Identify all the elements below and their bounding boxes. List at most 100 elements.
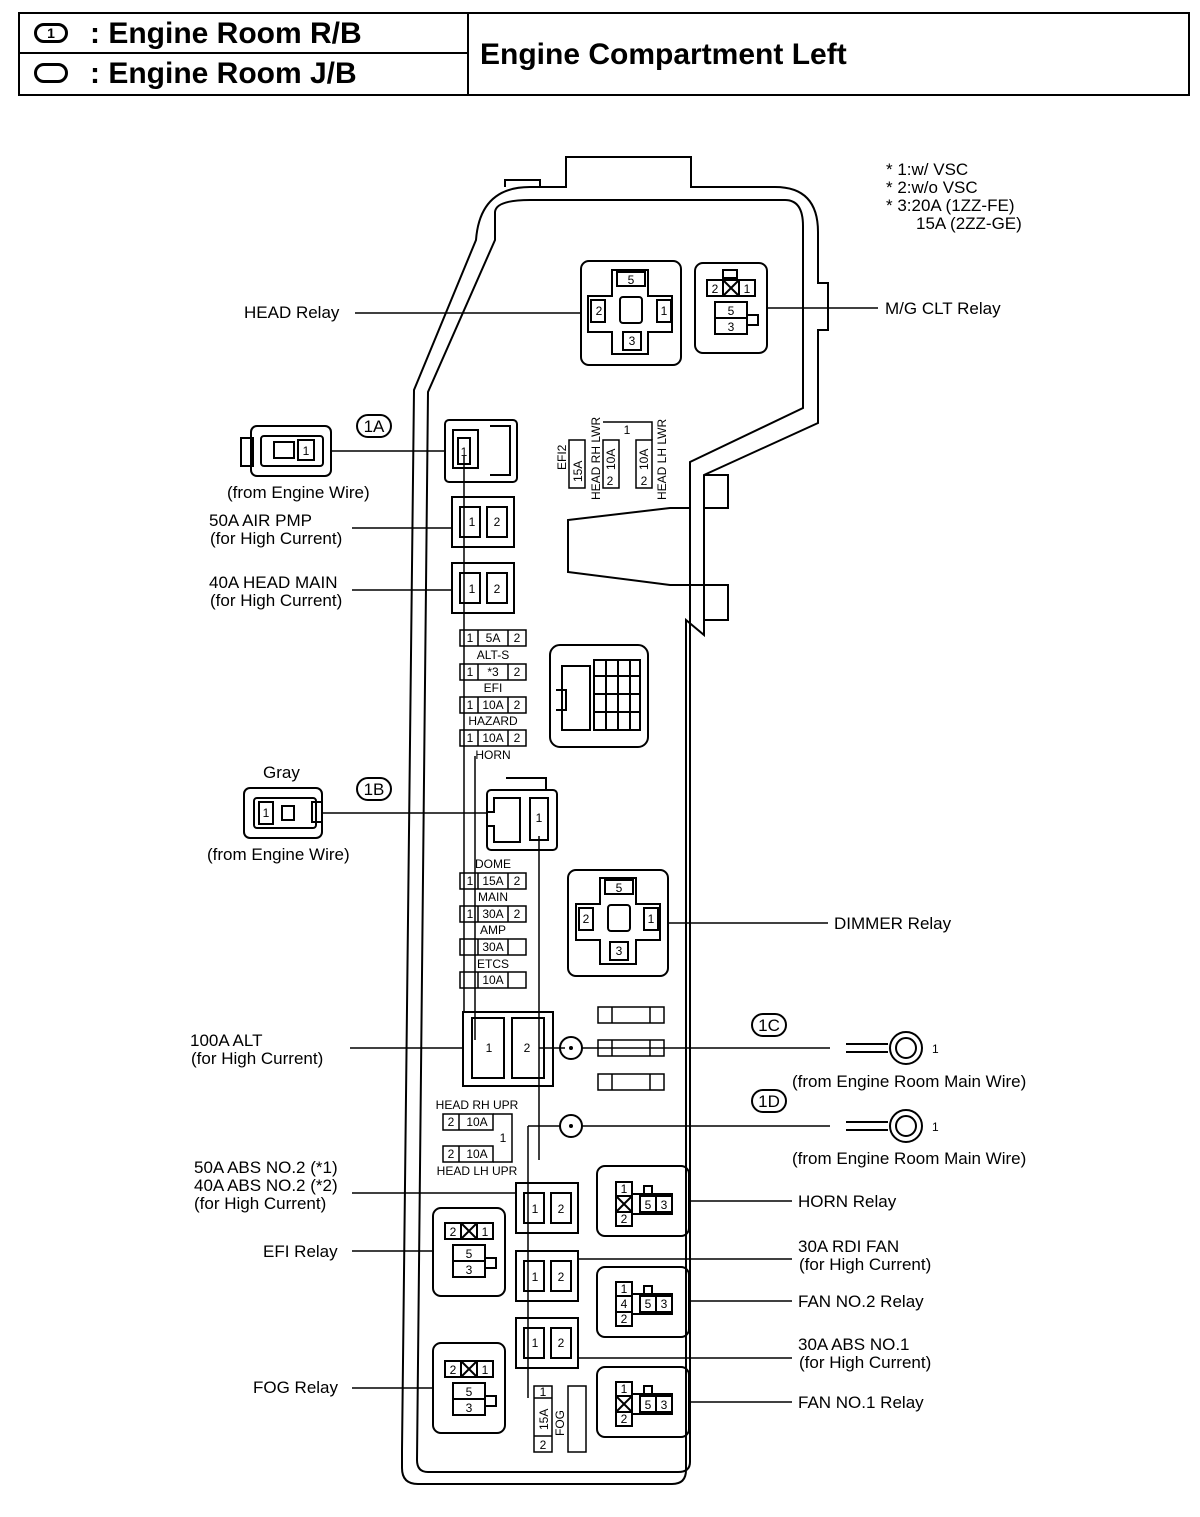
main-label: MAIN <box>478 890 508 904</box>
horn-relay-pin-2: 2 <box>621 1212 628 1226</box>
dimmer-pin-2: 2 <box>583 912 590 926</box>
dimmer-pin-3: 3 <box>616 944 623 958</box>
notes: * 1:w/ VSC * 2:w/o VSC * 3:20A (1ZZ-FE) … <box>886 160 1022 233</box>
connector-1a-plug <box>240 425 332 477</box>
lwr-common-pin: 1 <box>624 423 631 437</box>
fog-relay-pin-1: 1 <box>482 1363 489 1377</box>
internal-wiring <box>463 456 565 1398</box>
junction-block-label: : Engine Room J/B <box>90 57 357 90</box>
legend-cell: 1 : Engine Room R/B : Engine Room J/B <box>20 14 469 94</box>
note-3: * 3:20A (1ZZ-FE) <box>886 196 1014 215</box>
fan1-relay <box>596 1366 690 1438</box>
terminal-1c-ring <box>846 1031 923 1065</box>
head-main-pin-2: 2 <box>494 582 501 596</box>
head-main-note: (for High Current) <box>210 591 342 610</box>
hazard-label: HAZARD <box>468 714 518 728</box>
dimmer-label: DIMMER Relay <box>834 914 952 933</box>
junction-block-symbol <box>34 63 68 83</box>
fog-fuse-pin-2: 2 <box>540 1438 547 1452</box>
air-pmp-label: 50A AIR PMP <box>209 511 312 530</box>
terminal-1d-source: (from Engine Room Main Wire) <box>792 1149 1026 1168</box>
svg-text:1D: 1D <box>758 1092 780 1111</box>
head-relay-pin-3: 3 <box>629 334 636 348</box>
horn-relay-pin-3: 3 <box>661 1198 668 1212</box>
alt-pin-2: 2 <box>524 1041 531 1055</box>
connector-1b-plug <box>243 787 323 839</box>
fan1-relay-pin-5: 5 <box>645 1398 652 1412</box>
fog-fuse-pin-1: 1 <box>540 1385 547 1399</box>
relay-block-label: : Engine Room R/B <box>90 17 362 50</box>
efi-label: EFI <box>484 681 503 695</box>
efi-relay-pin-5: 5 <box>466 1247 473 1261</box>
connector-1b-housing <box>486 777 558 851</box>
head-main-label: 40A HEAD MAIN <box>209 573 338 592</box>
fog-relay-pin-3: 3 <box>466 1401 473 1415</box>
efi-pin-1: 1 <box>467 665 474 679</box>
efi-relay-pin-1: 1 <box>482 1225 489 1239</box>
fan1-relay-pin-3: 3 <box>661 1398 668 1412</box>
alt-s-pin-2: 2 <box>514 631 521 645</box>
horn-pin-2: 2 <box>514 731 521 745</box>
dome-pin-2: 2 <box>514 874 521 888</box>
terminal-1c-tag: 1C <box>751 1013 787 1037</box>
dimmer-pin-5: 5 <box>616 881 623 895</box>
etcs-label: ETCS <box>477 957 509 971</box>
head-lh-lwr-label: HEAD LH LWR <box>655 419 669 500</box>
head-upr-common-pin: 1 <box>500 1131 507 1145</box>
horn-relay <box>596 1165 690 1237</box>
legend-row-junction-block: : Engine Room J/B <box>20 54 469 94</box>
main-pin-2: 2 <box>514 907 521 921</box>
head-lh-upr-pin: 2 <box>448 1147 455 1161</box>
mg-clt-label: M/G CLT Relay <box>885 299 1001 318</box>
hazard-pin-1: 1 <box>467 698 474 712</box>
head-rh-upr-rating: 10A <box>466 1115 487 1129</box>
dimmer-pin-1: 1 <box>648 912 655 926</box>
rdi-fan-pin-1: 1 <box>532 1270 539 1284</box>
head-main-pin-1: 1 <box>469 582 476 596</box>
mg-clt-pin-5: 5 <box>728 304 735 318</box>
legend-row-relay-block: 1 : Engine Room R/B <box>20 14 469 54</box>
mg-clt-pin-3: 3 <box>728 320 735 334</box>
terminal-1d-ring <box>846 1109 923 1143</box>
note-1: * 1:w/ VSC <box>886 160 968 179</box>
alt-note: (for High Current) <box>191 1049 323 1068</box>
fan2-relay-pin-4: 4 <box>621 1297 628 1311</box>
efi-relay-pin-2: 2 <box>450 1225 457 1239</box>
fog-relay-pin-2: 2 <box>450 1363 457 1377</box>
horn-pin-1: 1 <box>467 731 474 745</box>
efi2-rating: 15A <box>571 461 585 482</box>
terminal-1c-source: (from Engine Room Main Wire) <box>792 1072 1026 1091</box>
alt-s-rating: 5A <box>486 631 501 645</box>
head-lh-upr-rating: 10A <box>466 1147 487 1161</box>
fan2-relay-pin-3: 3 <box>661 1297 668 1311</box>
air-pmp-fuse <box>451 496 515 548</box>
abs2-note: (for High Current) <box>194 1194 326 1213</box>
dome-rating: 15A <box>482 874 503 888</box>
head-upr-fuses <box>442 1113 513 1163</box>
connector-1a-pin: 1 <box>461 445 468 459</box>
horn-relay-label: HORN Relay <box>798 1192 897 1211</box>
dome-pin-1: 1 <box>467 874 474 888</box>
multi-pin-connector <box>549 644 649 748</box>
terminal-1c-stud-center <box>569 1046 573 1050</box>
terminal-1d-stud-center <box>569 1124 573 1128</box>
horn-relay-pin-1: 1 <box>621 1182 628 1196</box>
efi-relay <box>432 1207 506 1297</box>
svg-text:1B: 1B <box>364 780 385 799</box>
abs2-pin-1: 1 <box>532 1202 539 1216</box>
terminal-1d-pin: 1 <box>932 1120 939 1134</box>
horn-relay-pin-5: 5 <box>645 1198 652 1212</box>
fan1-relay-pin-2: 2 <box>621 1412 628 1426</box>
abs1-pin-1: 1 <box>532 1336 539 1350</box>
svg-text:1A: 1A <box>364 417 385 436</box>
air-pmp-pin-1: 1 <box>469 515 476 529</box>
abs1-fuse <box>515 1317 579 1369</box>
head-main-fuse <box>451 562 515 614</box>
head-lh-lwr-rating: 10A <box>637 449 651 470</box>
mini-fuse-column-lower <box>459 872 527 989</box>
fuse-box-outline <box>401 156 829 1485</box>
mg-clt-pin-2: 2 <box>712 282 719 296</box>
abs2-label-a: 50A ABS NO.2 (*1) <box>194 1158 338 1177</box>
efi-relay-pin-3: 3 <box>466 1263 473 1277</box>
